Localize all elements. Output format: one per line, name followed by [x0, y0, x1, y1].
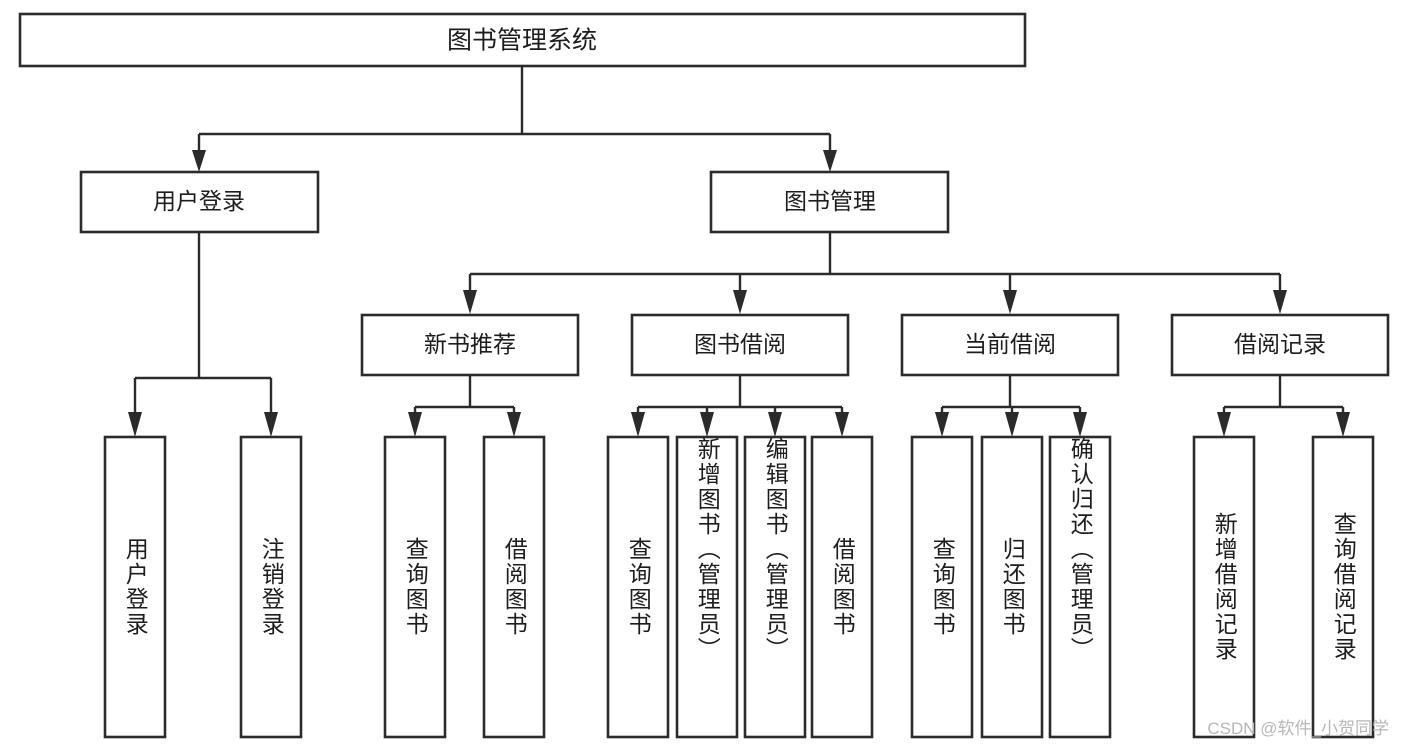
node-root[interactable] [18, 12, 1027, 68]
arrow-borrowbook-leaf-1 [631, 412, 645, 437]
arrow-borrowrecord-leaf-1 [1217, 412, 1231, 437]
leaf-borrow-record-1[interactable] [1192, 435, 1256, 739]
edges-layer [128, 66, 1350, 437]
arrow-to-borrow-book [733, 290, 747, 314]
arrow-userlogin-leaf-2 [264, 412, 278, 437]
node-borrow-record-label: 借阅记录 [1234, 331, 1326, 357]
arrow-currentborrow-leaf-3 [1073, 412, 1087, 437]
arrow-to-borrow-record [1273, 290, 1287, 314]
node-borrow-book-label: 图书借阅 [694, 331, 786, 357]
node-book-manage[interactable] [709, 170, 950, 234]
leaf-borrow-book-3[interactable] [743, 435, 807, 739]
arrow-to-book-manage [823, 150, 837, 172]
watermark-text: CSDN @软件_小贺同学 [1207, 719, 1389, 738]
arrow-newbook-leaf-1 [408, 412, 422, 437]
leaf-current-borrow-2[interactable] [980, 435, 1044, 739]
leaf-borrow-record-2[interactable] [1311, 435, 1375, 739]
arrow-to-user-login [192, 150, 206, 172]
leaf-user-login-2[interactable] [239, 435, 303, 739]
arrow-to-current-borrow [1003, 290, 1017, 314]
leaf-borrow-book-4[interactable] [810, 435, 874, 739]
leaf-borrow-book-1[interactable] [606, 435, 670, 739]
arrow-to-new-book [463, 290, 477, 314]
node-root-label: 图书管理系统 [447, 27, 597, 55]
node-new-book[interactable] [360, 313, 580, 377]
leaf-borrow-book-2[interactable] [675, 435, 739, 739]
arrow-borrowbook-leaf-2 [700, 412, 714, 437]
leaf-current-borrow-1[interactable] [910, 435, 974, 739]
arrow-borrowbook-leaf-3 [768, 412, 782, 437]
arrow-newbook-leaf-2 [507, 412, 521, 437]
nodes-layer: 图书管理系统 用户登录 图书管理 新书推荐 图书借阅 当前借阅 借阅记录 [18, 12, 1390, 739]
node-user-login[interactable] [79, 170, 320, 234]
node-new-book-label: 新书推荐 [424, 331, 516, 357]
node-book-manage-label: 图书管理 [784, 188, 876, 214]
node-borrow-record[interactable] [1170, 313, 1390, 377]
leaf-current-borrow-3[interactable] [1048, 435, 1112, 739]
leaf-new-book-2[interactable] [482, 435, 546, 739]
arrow-borrowrecord-leaf-2 [1336, 412, 1350, 437]
node-user-login-label: 用户登录 [153, 188, 245, 214]
node-borrow-book[interactable] [630, 313, 850, 377]
leaf-new-book-1[interactable] [383, 435, 447, 739]
node-current-borrow[interactable] [900, 313, 1120, 377]
node-current-borrow-label: 当前借阅 [964, 331, 1056, 357]
arrow-userlogin-leaf-1 [128, 412, 142, 437]
arrow-borrowbook-leaf-4 [835, 412, 849, 437]
leaf-user-login-1[interactable] [103, 435, 167, 739]
arrow-currentborrow-leaf-1 [935, 412, 949, 437]
arrow-currentborrow-leaf-2 [1005, 412, 1019, 437]
